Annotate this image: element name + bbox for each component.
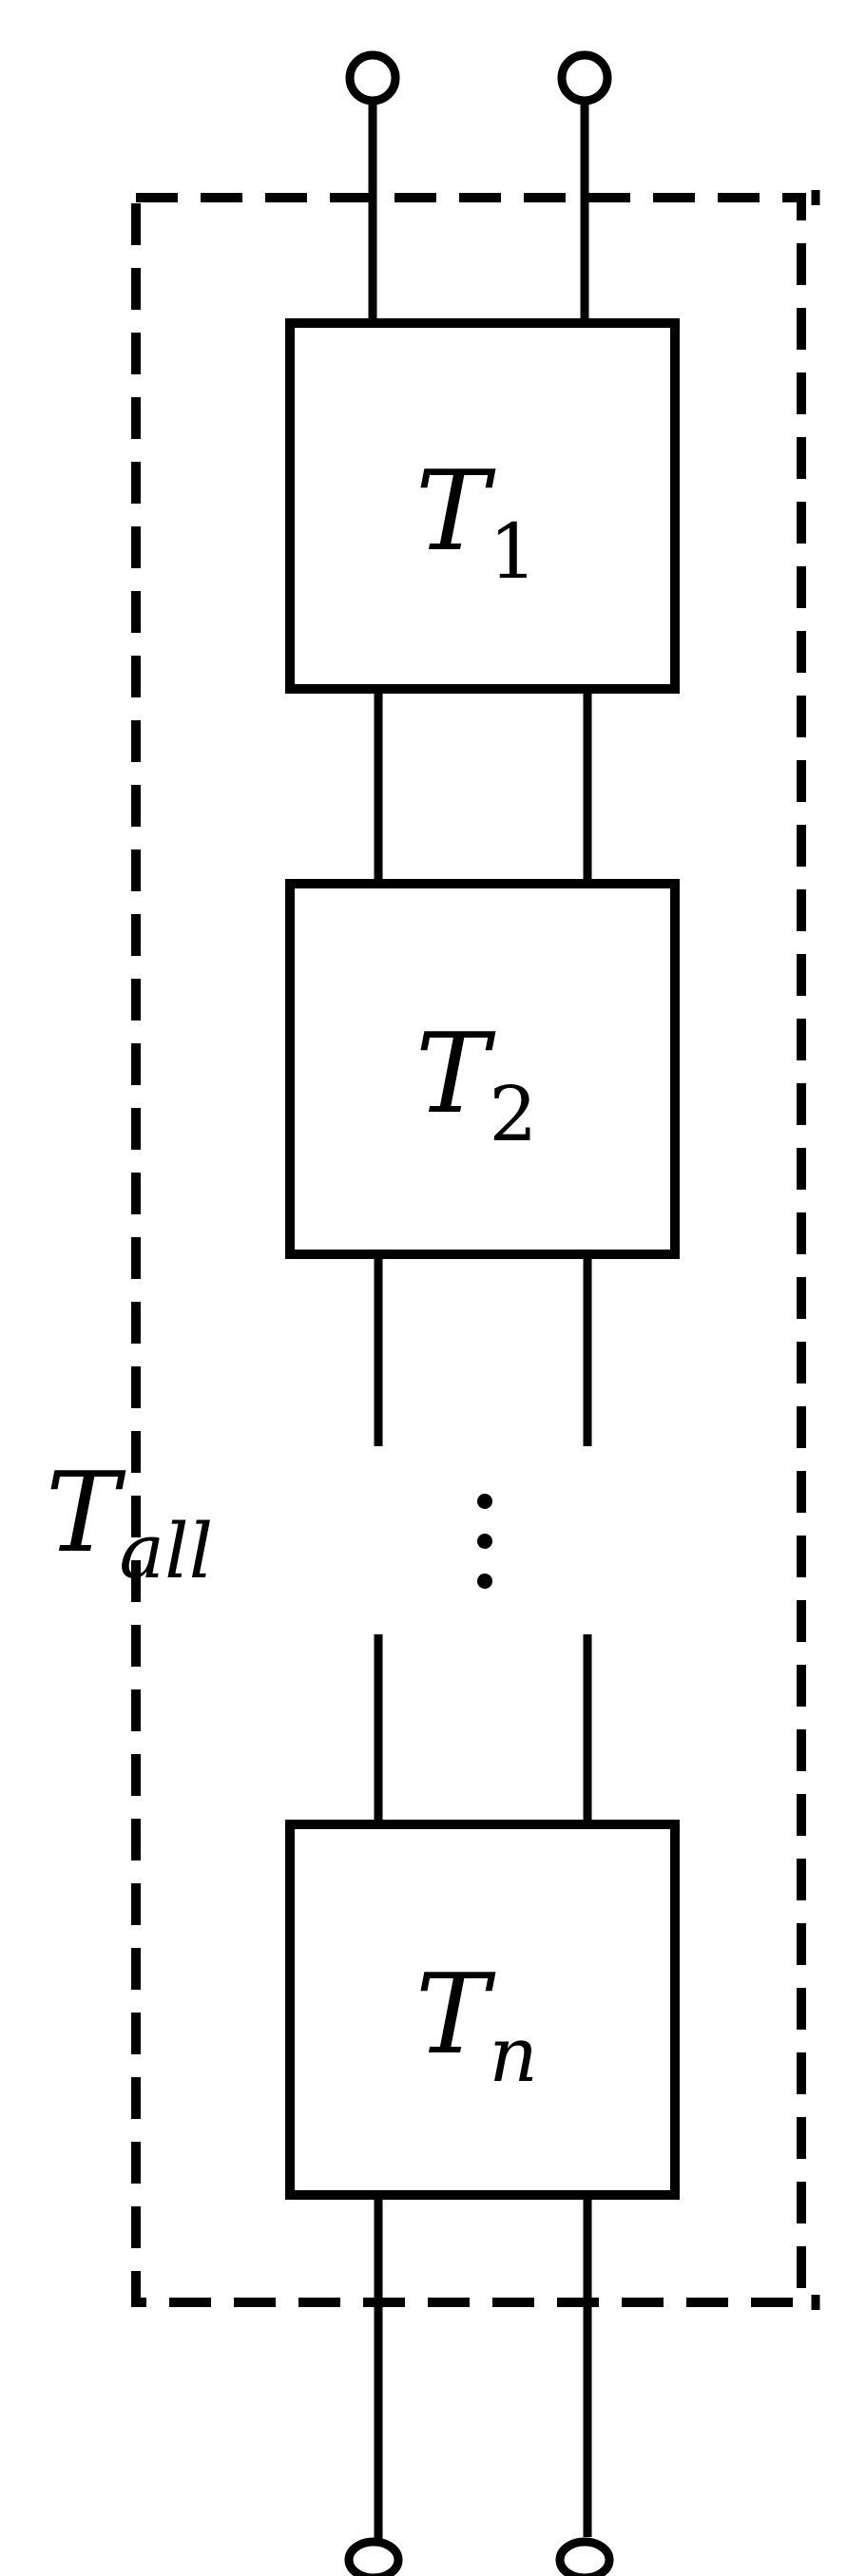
terminal-top-right: [557, 50, 612, 105]
block-t2: [285, 879, 680, 1259]
block-tn-label: Tn: [415, 1951, 538, 2099]
overall-enclosure: [131, 193, 806, 2307]
block-t1: [285, 318, 680, 694]
vertical-ellipsis: [477, 1494, 492, 1589]
overall-label: Tall: [46, 1449, 213, 1595]
block-t2-label: T2: [415, 1010, 537, 1158]
terminal-bottom-right: [555, 2537, 614, 2576]
terminal-top-left: [345, 50, 400, 105]
block-tn: [285, 1820, 680, 2200]
block-t1-label: T1: [415, 448, 537, 596]
terminal-bottom-left: [344, 2537, 403, 2576]
